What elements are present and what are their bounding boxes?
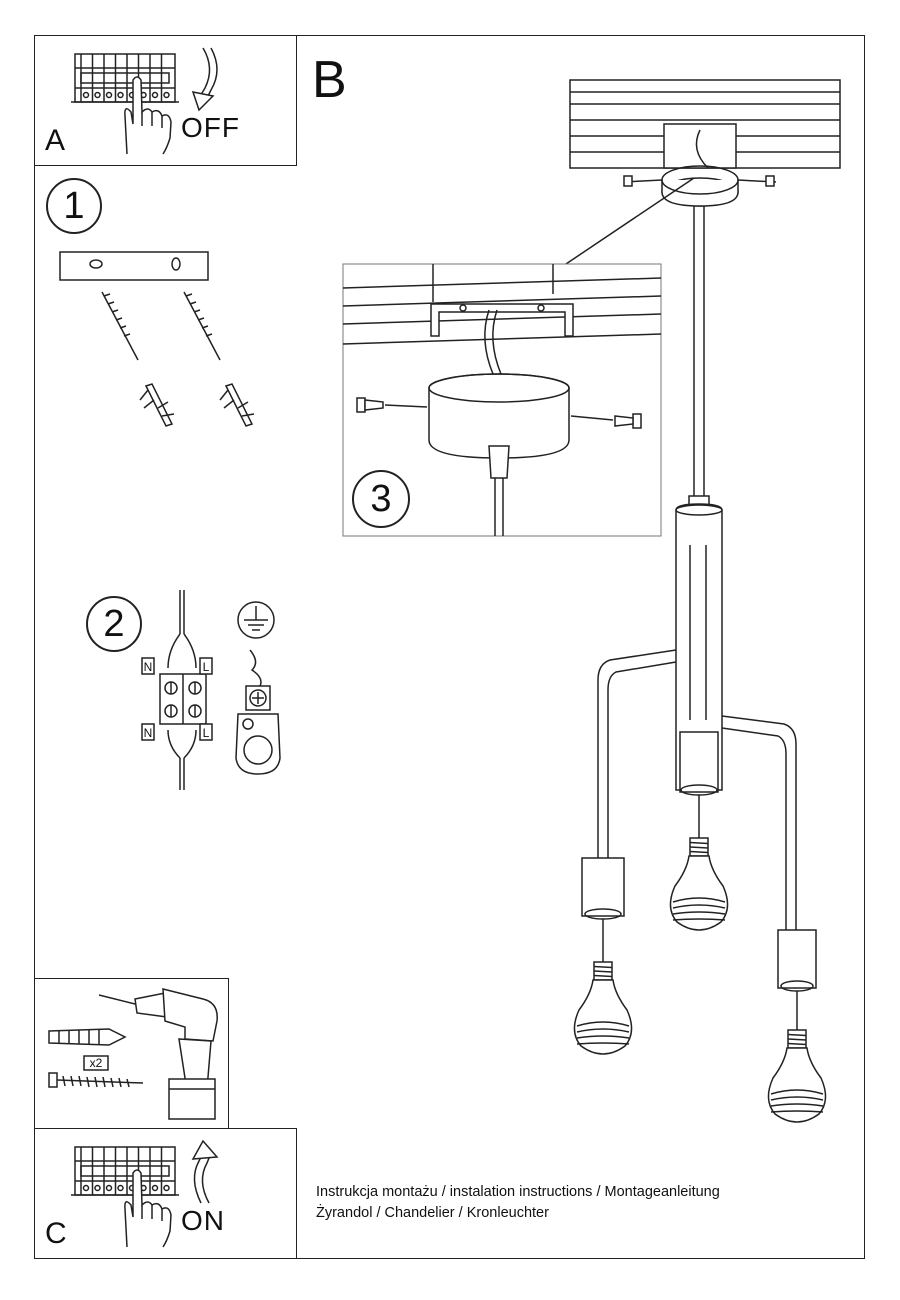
required-tools-panel: x2 (34, 978, 229, 1129)
circuit-breaker-icon (63, 1139, 203, 1254)
step-a-letter: A (45, 124, 66, 157)
caption-line-1: Instrukcja montażu / instalation instruc… (316, 1184, 720, 1200)
off-label: OFF (181, 112, 240, 143)
live-label-top: L (203, 660, 210, 674)
ceiling-mounting-plate-drawing (58, 250, 218, 450)
ground-symbol-icon (238, 602, 274, 638)
step-c-letter: C (45, 1217, 67, 1250)
step-1-number: 1 (46, 178, 102, 234)
curved-arrow-icon (185, 1139, 225, 1209)
step-3-number: 3 (352, 470, 410, 528)
curved-arrow-icon (185, 44, 225, 114)
wall-plug-icon (140, 384, 174, 426)
caption-line-2: Żyrandol / Chandelier / Kronleuchter (316, 1205, 549, 1221)
screw-icon (102, 292, 138, 360)
hand-pointer-icon (115, 1169, 185, 1254)
light-bulb-icon (670, 838, 727, 930)
screw-icon (184, 292, 220, 360)
live-label-bottom: L (203, 726, 210, 740)
step-c-power-on-panel: ON C (34, 1128, 297, 1259)
wall-plug-icon (45, 1023, 135, 1053)
light-bulb-icon (574, 962, 631, 1054)
power-drill-icon (95, 989, 225, 1129)
quantity-badge: x2 (83, 1055, 111, 1073)
neutral-label-top: N (144, 660, 153, 674)
instruction-frame (34, 35, 865, 1259)
hand-pointer-icon (115, 76, 185, 161)
wall-plug-icon (220, 384, 254, 426)
light-bulb-icon (768, 1030, 825, 1122)
step-2-number: 2 (86, 596, 142, 652)
wiring-connection-diagram: N L N L (138, 590, 298, 800)
quantity-label: x2 (90, 1056, 103, 1070)
neutral-label-bottom: N (144, 726, 153, 740)
section-b-letter: B (312, 51, 347, 109)
on-label: ON (181, 1205, 225, 1236)
screw-icon (47, 1069, 147, 1093)
step-a-power-off-panel: OFF A (34, 35, 297, 166)
circuit-breaker-icon (63, 46, 203, 161)
